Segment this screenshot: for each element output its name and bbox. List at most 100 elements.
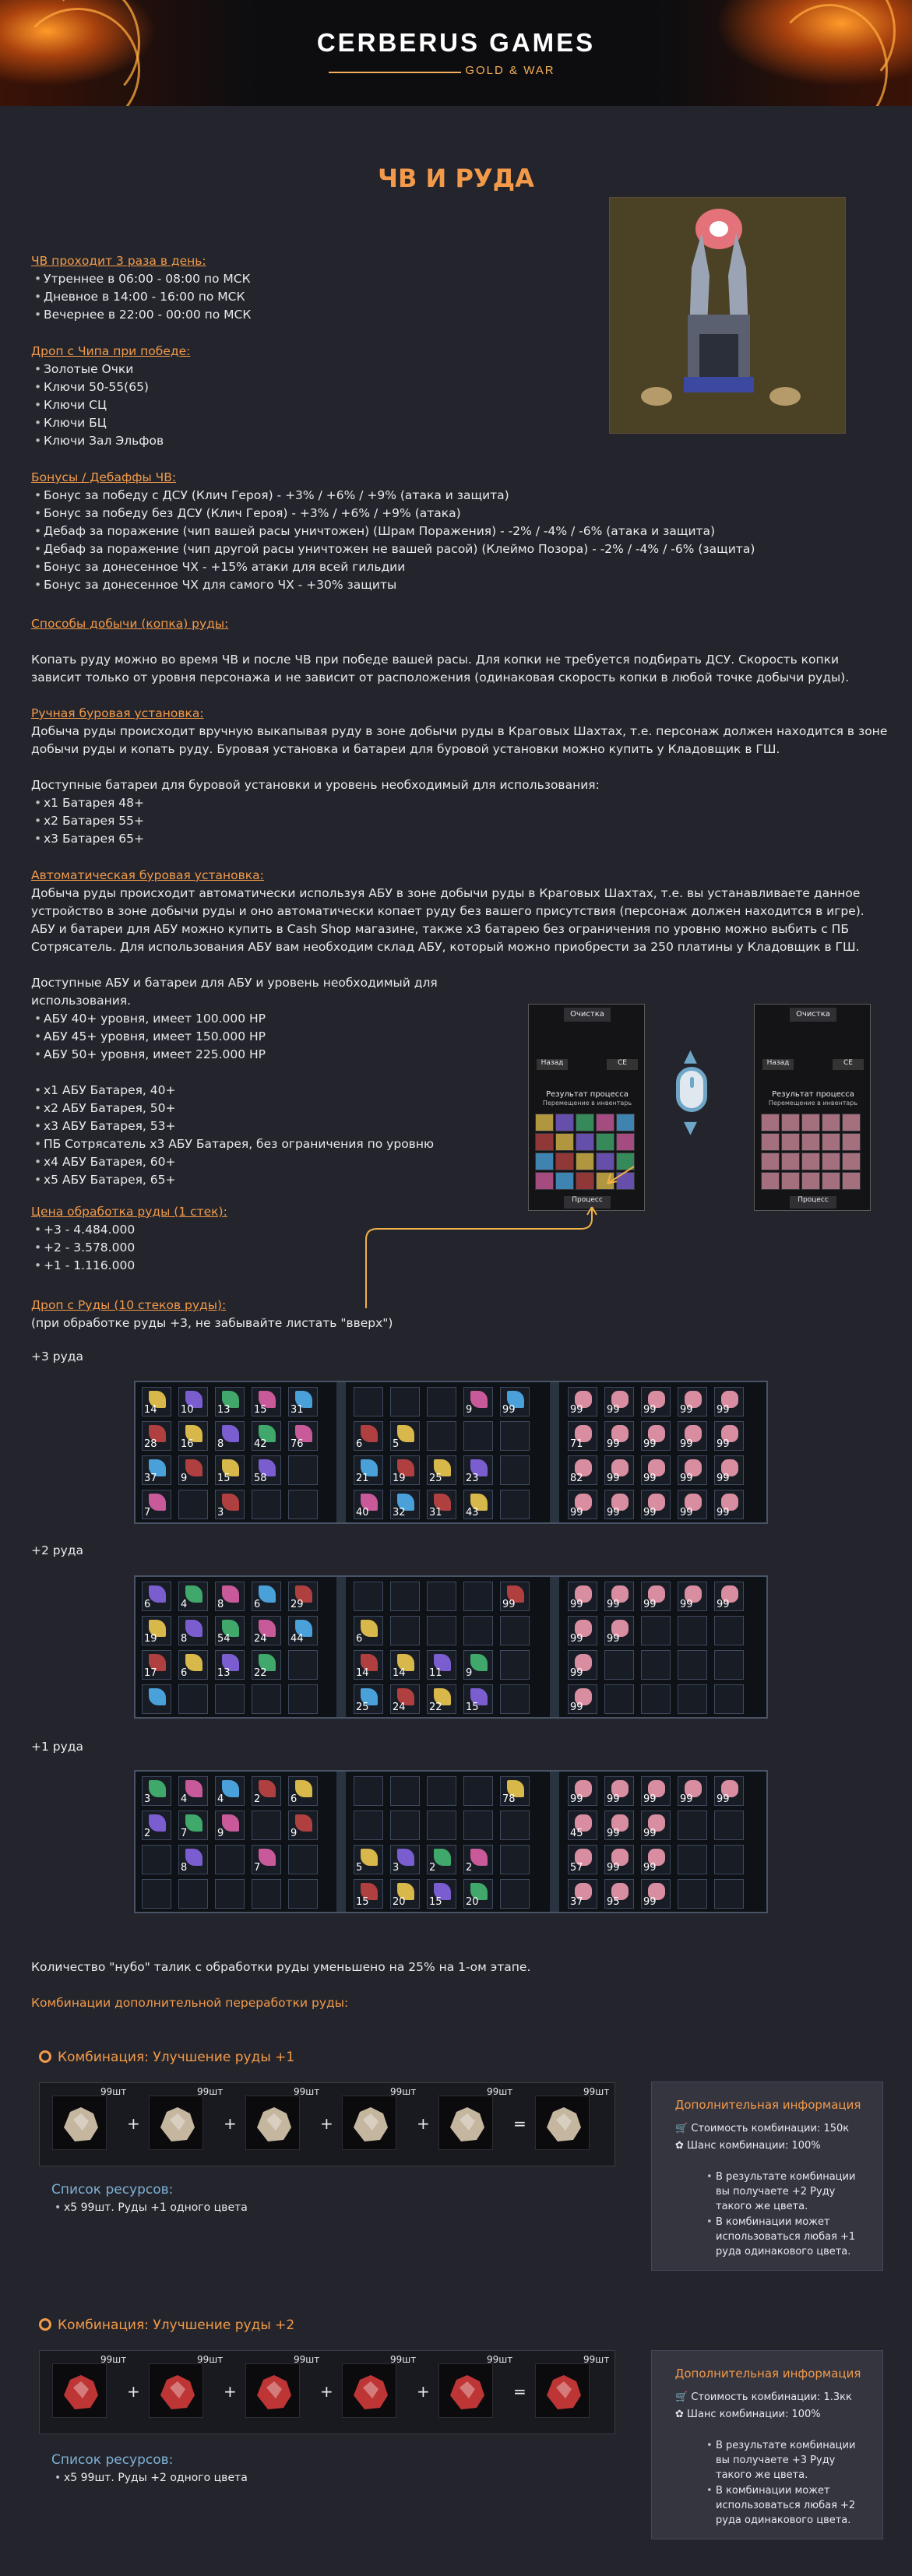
inventory-slot[interactable] (252, 1811, 281, 1840)
inventory-slot[interactable]: 2 (427, 1845, 456, 1874)
inventory-slot[interactable]: 99 (604, 1582, 634, 1611)
inventory-slot[interactable]: 99 (604, 1845, 634, 1874)
inventory-slot[interactable] (604, 1650, 634, 1680)
inventory-slot[interactable]: 28 (142, 1421, 171, 1451)
inventory-slot[interactable] (678, 1684, 707, 1714)
ore-icon[interactable] (52, 2363, 107, 2418)
inventory-slot[interactable] (781, 1114, 800, 1131)
inventory-slot[interactable] (427, 1421, 456, 1451)
inventory-slot[interactable] (288, 1455, 318, 1485)
inventory-slot[interactable] (678, 1845, 707, 1874)
brand-logo[interactable]: CERBERUS GAMES (316, 28, 596, 57)
inventory-slot[interactable] (390, 1776, 420, 1806)
inventory-slot[interactable]: 24 (390, 1684, 420, 1714)
inventory-slot[interactable] (801, 1172, 820, 1190)
inventory-slot[interactable] (500, 1490, 530, 1519)
inventory-slot[interactable] (801, 1133, 820, 1151)
inventory-slot[interactable] (801, 1114, 820, 1131)
inventory-slot[interactable]: 99 (714, 1455, 744, 1485)
inventory-slot[interactable]: 99 (604, 1455, 634, 1485)
inventory-slot[interactable] (576, 1114, 594, 1131)
inventory-slot[interactable]: 78 (500, 1776, 530, 1806)
inventory-slot[interactable] (761, 1153, 780, 1170)
inventory-slot[interactable] (354, 1582, 383, 1611)
inventory-slot[interactable]: 31 (288, 1387, 318, 1416)
result-ore-icon[interactable] (535, 2363, 590, 2418)
inventory-slot[interactable]: 99 (714, 1387, 744, 1416)
inventory-slot[interactable]: 99 (641, 1490, 671, 1519)
inventory-slot[interactable] (500, 1684, 530, 1714)
inventory-slot[interactable]: 8 (215, 1582, 245, 1611)
inventory-slot[interactable]: 6 (288, 1776, 318, 1806)
inventory-slot[interactable]: 99 (714, 1776, 744, 1806)
inventory-slot[interactable]: 25 (427, 1455, 456, 1485)
inventory-slot[interactable] (427, 1811, 456, 1840)
inventory-slot[interactable]: 22 (252, 1650, 281, 1680)
inventory-slot[interactable] (678, 1650, 707, 1680)
inventory-slot[interactable]: 99 (678, 1490, 707, 1519)
inventory-slot[interactable] (781, 1153, 800, 1170)
inventory-slot[interactable] (427, 1776, 456, 1806)
inventory-slot[interactable] (616, 1114, 635, 1131)
inventory-slot[interactable]: 9 (215, 1811, 245, 1840)
inventory-slot[interactable]: 99 (604, 1616, 634, 1645)
inventory-slot[interactable] (822, 1172, 840, 1190)
inventory-slot[interactable] (142, 1845, 171, 1874)
inventory-slot[interactable]: 15 (215, 1455, 245, 1485)
tab-cleanup[interactable]: Очистка (564, 1008, 611, 1022)
inventory-slot[interactable] (596, 1114, 614, 1131)
inventory-slot[interactable] (500, 1455, 530, 1485)
inventory-slot[interactable]: 29 (288, 1582, 318, 1611)
inventory-slot[interactable]: 19 (142, 1616, 171, 1645)
inventory-slot[interactable] (500, 1616, 530, 1645)
inventory-slot[interactable]: 58 (252, 1455, 281, 1485)
inventory-slot[interactable]: 15 (427, 1879, 456, 1909)
inventory-slot[interactable]: 4 (178, 1776, 208, 1806)
process-button[interactable]: Процесс (564, 1196, 611, 1209)
inventory-slot[interactable]: 20 (463, 1879, 493, 1909)
inventory-slot[interactable] (596, 1153, 614, 1170)
inventory-slot[interactable] (714, 1811, 744, 1840)
inventory-slot[interactable]: 9 (288, 1811, 318, 1840)
inventory-slot[interactable]: 6 (252, 1582, 281, 1611)
inventory-slot[interactable]: 44 (288, 1616, 318, 1645)
inventory-slot[interactable] (215, 1845, 245, 1874)
inventory-slot[interactable] (596, 1133, 614, 1151)
inventory-slot[interactable]: 43 (463, 1490, 493, 1519)
inventory-slot[interactable] (641, 1650, 671, 1680)
inventory-slot[interactable] (535, 1114, 554, 1131)
inventory-slot[interactable]: 99 (568, 1490, 597, 1519)
inventory-slot[interactable]: 99 (500, 1582, 530, 1611)
back-button[interactable]: Назад (537, 1059, 568, 1070)
inventory-slot[interactable] (427, 1387, 456, 1416)
inventory-slot[interactable]: 57 (568, 1845, 597, 1874)
ore-icon[interactable] (245, 2363, 300, 2418)
inventory-slot[interactable]: 2 (252, 1776, 281, 1806)
inventory-slot[interactable] (142, 1684, 171, 1714)
inventory-slot[interactable]: 37 (142, 1455, 171, 1485)
inventory-slot[interactable]: 99 (568, 1616, 597, 1645)
inventory-slot[interactable]: 24 (252, 1616, 281, 1645)
inventory-slot[interactable]: 99 (641, 1811, 671, 1840)
inventory-slot[interactable]: 99 (568, 1387, 597, 1416)
inventory-slot[interactable]: 99 (604, 1490, 634, 1519)
inventory-slot[interactable]: 2 (142, 1811, 171, 1840)
inventory-slot[interactable]: 6 (354, 1421, 383, 1451)
inventory-slot[interactable]: 9 (178, 1455, 208, 1485)
se-button[interactable]: СЕ (833, 1059, 864, 1070)
inventory-slot[interactable] (463, 1811, 493, 1840)
inventory-slot[interactable] (252, 1879, 281, 1909)
ore-icon[interactable] (52, 2096, 107, 2150)
inventory-slot[interactable]: 99 (568, 1650, 597, 1680)
inventory-slot[interactable]: 4 (215, 1776, 245, 1806)
inventory-slot[interactable]: 54 (215, 1616, 245, 1645)
inventory-slot[interactable] (390, 1387, 420, 1416)
inventory-slot[interactable] (178, 1879, 208, 1909)
inventory-slot[interactable]: 95 (604, 1879, 634, 1909)
inventory-slot[interactable]: 11 (427, 1650, 456, 1680)
ore-icon[interactable] (245, 2096, 300, 2150)
inventory-slot[interactable]: 6 (354, 1616, 383, 1645)
inventory-slot[interactable]: 37 (568, 1879, 597, 1909)
inventory-slot[interactable]: 99 (714, 1421, 744, 1451)
inventory-slot[interactable]: 16 (178, 1421, 208, 1451)
